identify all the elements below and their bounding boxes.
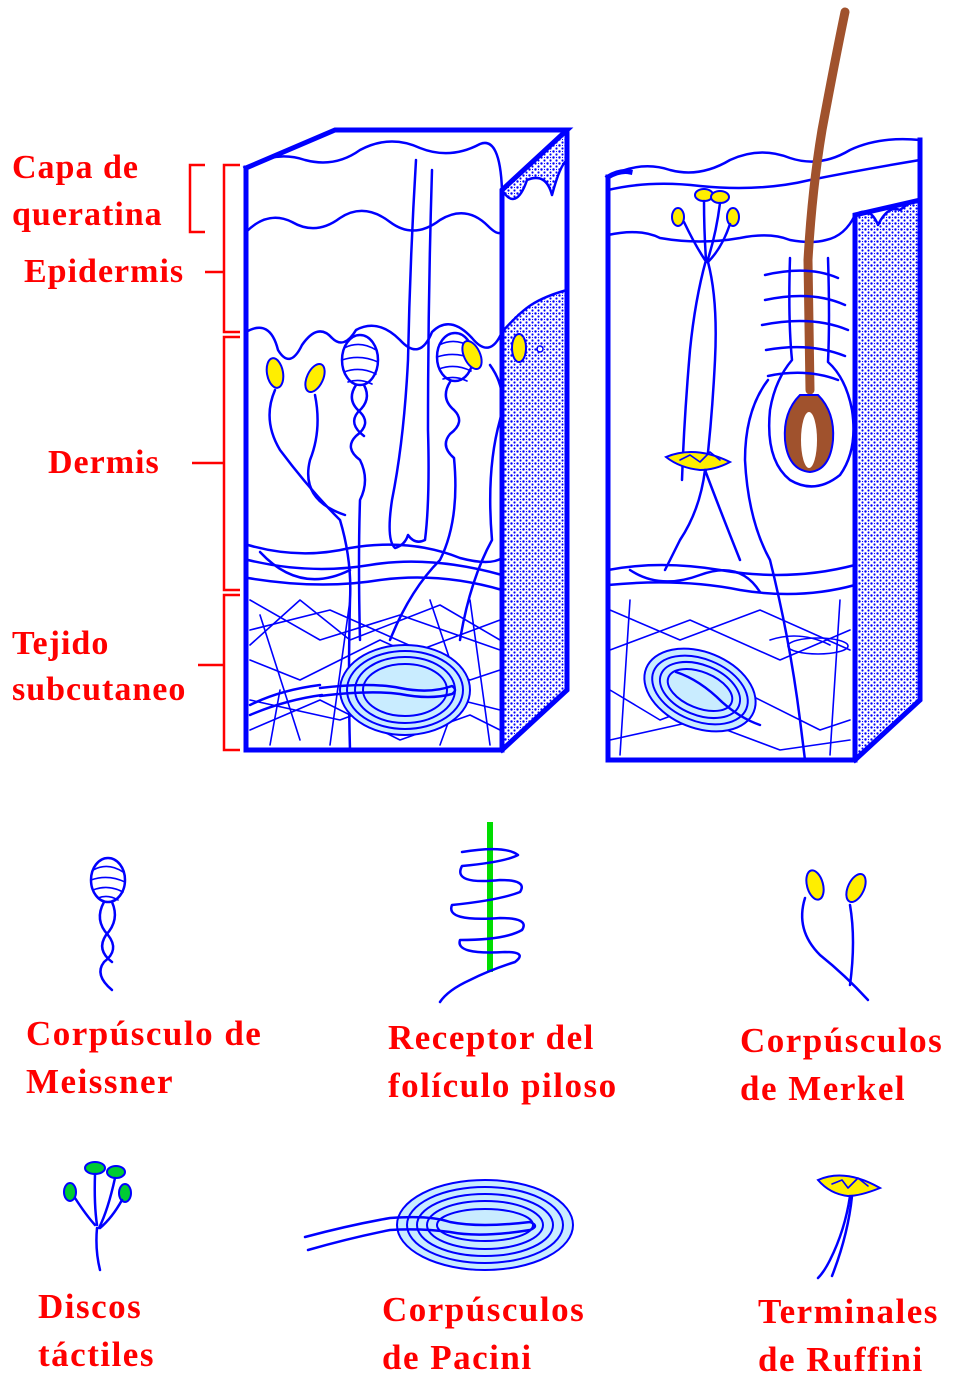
caption-meissner: Corpúsculo de Meissner <box>26 1010 262 1106</box>
meissner-corpuscle <box>91 858 125 990</box>
subcutaneous-bracket <box>224 595 240 750</box>
right-block-side-face <box>855 200 920 760</box>
right-skin-block <box>608 12 920 760</box>
caption-merkel: Corpúsculos de Merkel <box>740 1017 943 1113</box>
pacini-corpuscle <box>305 1180 573 1270</box>
caption-pacini-line1: Corpúsculos <box>382 1286 585 1334</box>
caption-folicle-line2: folículo piloso <box>388 1062 618 1110</box>
caption-meissner-line2: Meissner <box>26 1058 262 1106</box>
caption-pacini-line2: de Pacini <box>382 1334 585 1382</box>
caption-discs-line2: táctiles <box>38 1331 155 1379</box>
caption-ruffini-line1: Terminales <box>758 1288 939 1336</box>
caption-folicle-line1: Receptor del <box>388 1014 618 1062</box>
caption-folicle: Receptor del folículo piloso <box>388 1014 618 1110</box>
caption-discs-line1: Discos <box>38 1283 155 1331</box>
label-capa-de: Capa de <box>12 146 139 190</box>
caption-ruffini: Terminales de Ruffini <box>758 1288 939 1384</box>
label-dermis: Dermis <box>48 441 160 485</box>
ruffini-terminal <box>818 1176 880 1279</box>
merkel-corpuscles <box>802 868 869 1000</box>
dermis-bracket <box>224 337 240 590</box>
label-epidermis: Epidermis <box>24 250 184 294</box>
caption-merkel-line1: Corpúsculos <box>740 1017 943 1065</box>
label-subcutaneo: subcutaneo <box>12 668 186 712</box>
left-skin-block <box>246 130 567 750</box>
caption-ruffini-line2: de Ruffini <box>758 1336 939 1384</box>
label-tejido: Tejido <box>12 622 109 666</box>
tactile-discs <box>64 1162 131 1270</box>
hair-follicle-receptor <box>440 822 524 1002</box>
caption-merkel-line2: de Merkel <box>740 1065 943 1113</box>
layer-brackets <box>190 165 240 750</box>
caption-meissner-line1: Corpúsculo de <box>26 1010 262 1058</box>
caption-pacini: Corpúsculos de Pacini <box>382 1286 585 1382</box>
caption-discs: Discos táctiles <box>38 1283 155 1379</box>
keratin-bracket <box>190 165 205 232</box>
label-queratina: queratina <box>12 193 163 237</box>
epidermis-bracket <box>224 165 240 332</box>
